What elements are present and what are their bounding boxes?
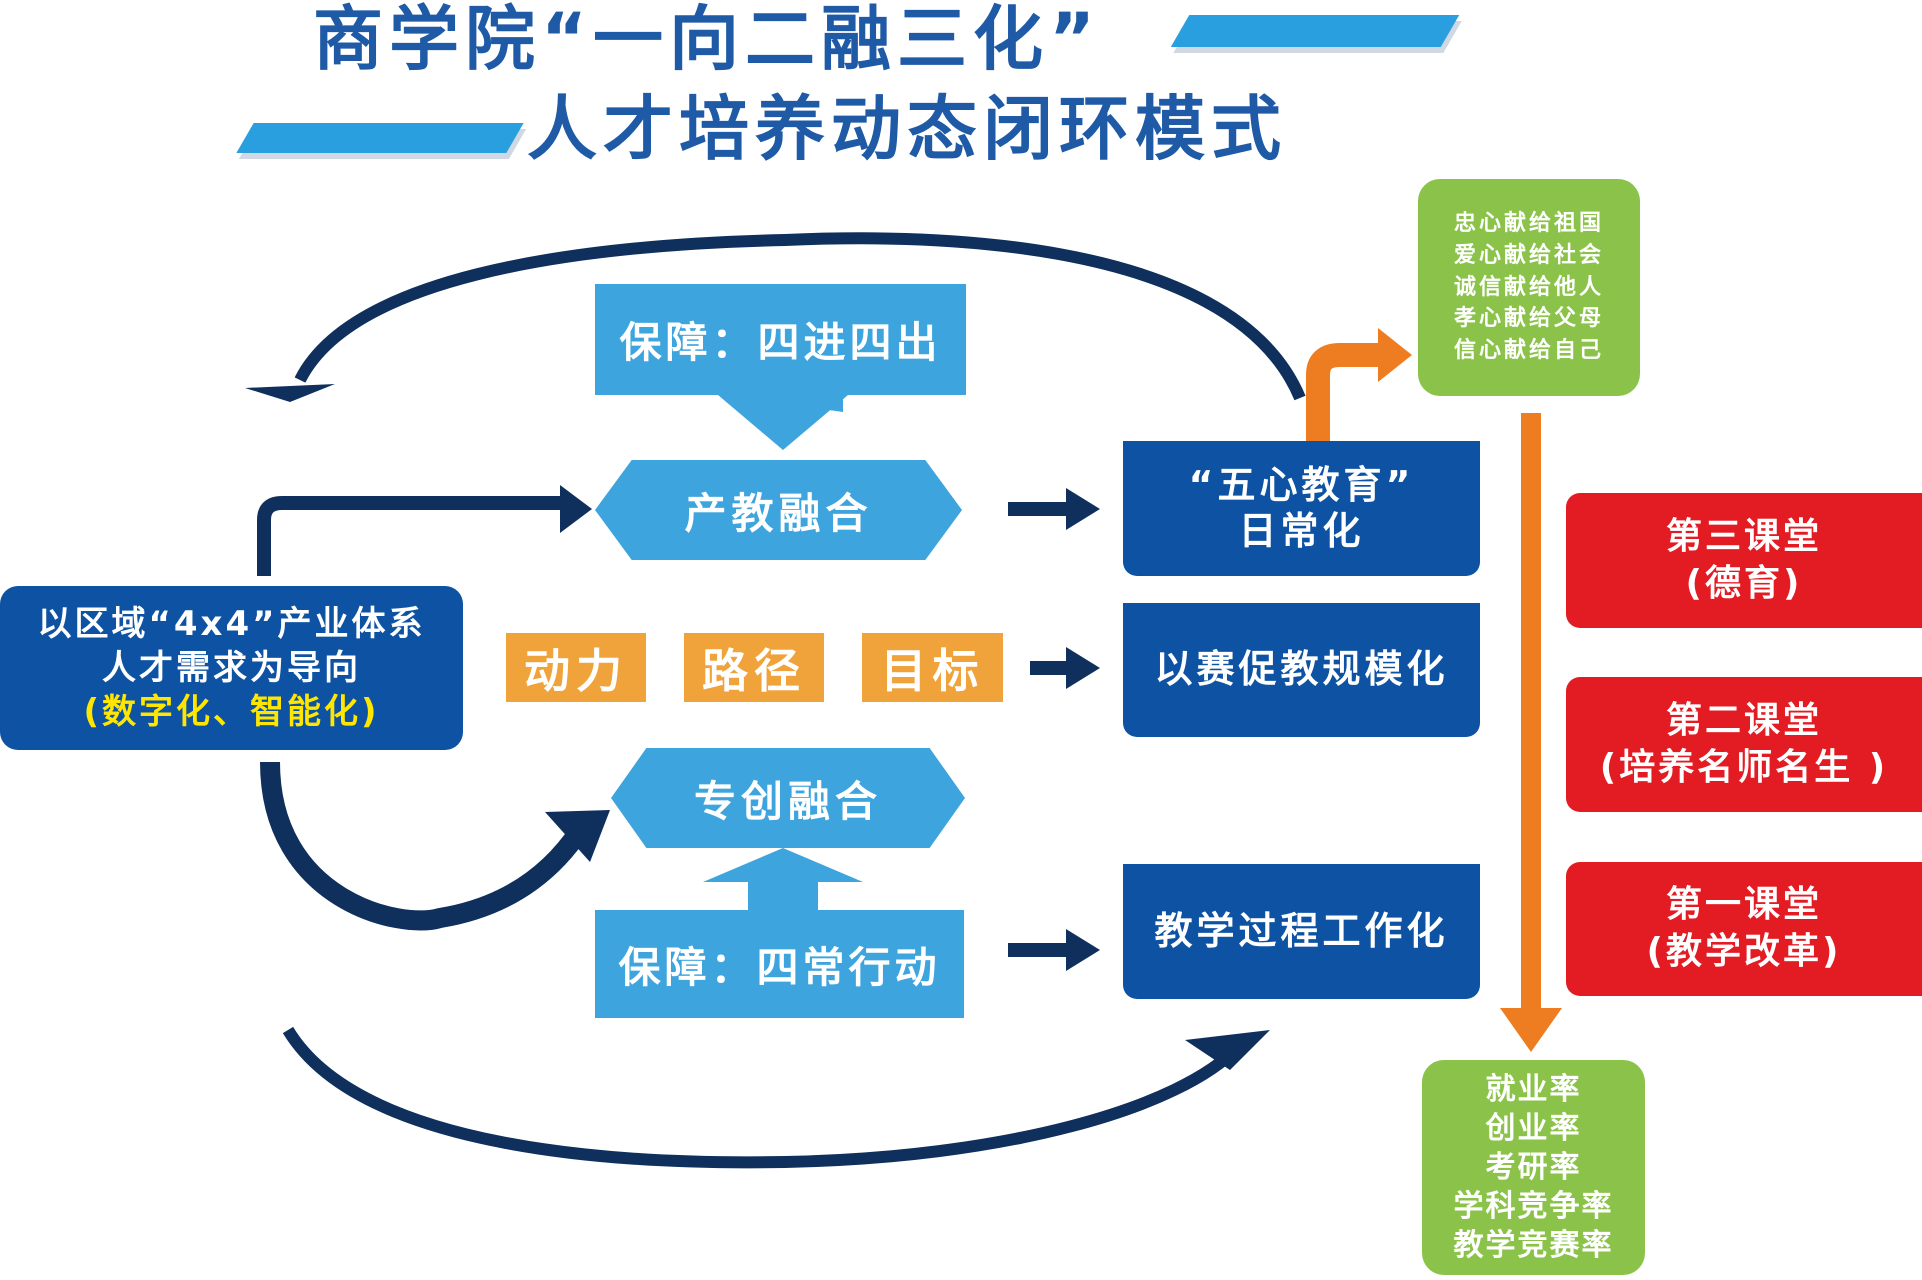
- guarantee-top-down-arrowhead: [718, 395, 848, 450]
- classroom-title: 第一课堂: [1665, 884, 1822, 926]
- third-classroom-box: 第三课堂 (德育): [1566, 493, 1922, 628]
- left-to-bottom-fusion-arrowhead: [545, 810, 610, 862]
- tag-path: 路径: [684, 633, 824, 702]
- five-heart-line1: “五心教育”: [1188, 462, 1415, 507]
- classroom-subtitle: (教学改革): [1646, 931, 1842, 972]
- left-box-line2: 人才需求为导向: [102, 647, 361, 688]
- competition-box: 以赛促教规模化: [1123, 603, 1480, 737]
- guarantee-bottom-up-arrow: [703, 848, 863, 882]
- value-item: 忠心献给祖国: [1453, 210, 1604, 236]
- five-heart-education-box: “五心教育” 日常化: [1123, 441, 1480, 576]
- value-item: 孝心献给父母: [1453, 306, 1604, 332]
- top-loop-arrowhead: [245, 384, 335, 402]
- left-orientation-box: 以区域“4x4”产业体系 人才需求为导向 (数字化、智能化): [0, 586, 463, 750]
- left-box-line3: (数字化、智能化): [83, 692, 380, 733]
- guarantee-bottom-up-shaft: [748, 878, 818, 912]
- classroom-subtitle: (德育): [1685, 562, 1803, 604]
- orange-vertical-line: [1521, 413, 1541, 1013]
- bottom-loop-arrowhead: [1185, 1030, 1270, 1070]
- outcome-rates-box: 就业率 创业率 考研率 学科竞争率 教学竞赛率: [1422, 1060, 1645, 1275]
- classroom-title: 第二课堂: [1665, 699, 1822, 741]
- tag-power: 动力: [506, 633, 646, 702]
- industry-education-fusion: 产教融合: [595, 460, 962, 560]
- value-item: 信心献给自己: [1453, 338, 1604, 364]
- arrow-to-teaching: [1008, 929, 1100, 971]
- five-heart-line2: 日常化: [1238, 508, 1365, 553]
- orange-elbow-arrowhead: [1378, 328, 1412, 382]
- arrow-to-five-heart: [1008, 488, 1100, 530]
- orange-vertical-arrowhead: [1500, 1008, 1562, 1052]
- bottom-loop-arc: [282, 1026, 1245, 1169]
- title-line2: 人才培养动态闭环模式: [527, 88, 1287, 170]
- second-classroom-box: 第二课堂 (培养名师名生 ): [1566, 677, 1922, 812]
- guarantee-top-box: 保障：四进四出: [595, 284, 966, 395]
- tag-goal: 目标: [862, 633, 1003, 702]
- classroom-title: 第三课堂: [1665, 515, 1822, 557]
- left-to-top-fusion-connector: [257, 496, 565, 576]
- left-to-top-fusion-arrowhead: [560, 485, 592, 533]
- left-to-bottom-fusion-curve: [260, 761, 589, 931]
- specialty-innovation-fusion: 专创融合: [611, 748, 965, 848]
- five-heart-values-box: 忠心献给祖国 爱心献给社会 诚信献给他人 孝心献给父母 信心献给自己: [1418, 179, 1640, 396]
- arrow-to-competition: [1030, 647, 1100, 689]
- rate-item: 考研率: [1485, 1150, 1582, 1185]
- title-line1: 商学院“一向二融三化”: [313, 0, 1102, 80]
- orange-elbow-arrow: [1306, 343, 1385, 441]
- left-box-line1: 以区域“4x4”产业体系: [37, 603, 426, 644]
- value-item: 爱心献给社会: [1453, 242, 1604, 268]
- classroom-subtitle: (培养名师名生 ): [1599, 746, 1889, 788]
- value-item: 诚信献给他人: [1453, 274, 1604, 300]
- rate-item: 学科竞争率: [1453, 1189, 1614, 1224]
- rate-item: 教学竞赛率: [1453, 1228, 1614, 1263]
- first-classroom-box: 第一课堂 (教学改革): [1566, 862, 1922, 996]
- top-loop-arc: [294, 232, 1306, 401]
- rate-item: 就业率: [1485, 1072, 1582, 1107]
- teaching-process-box: 教学过程工作化: [1123, 864, 1480, 999]
- guarantee-bottom-box: 保障：四常行动: [595, 910, 964, 1018]
- rate-item: 创业率: [1485, 1111, 1582, 1146]
